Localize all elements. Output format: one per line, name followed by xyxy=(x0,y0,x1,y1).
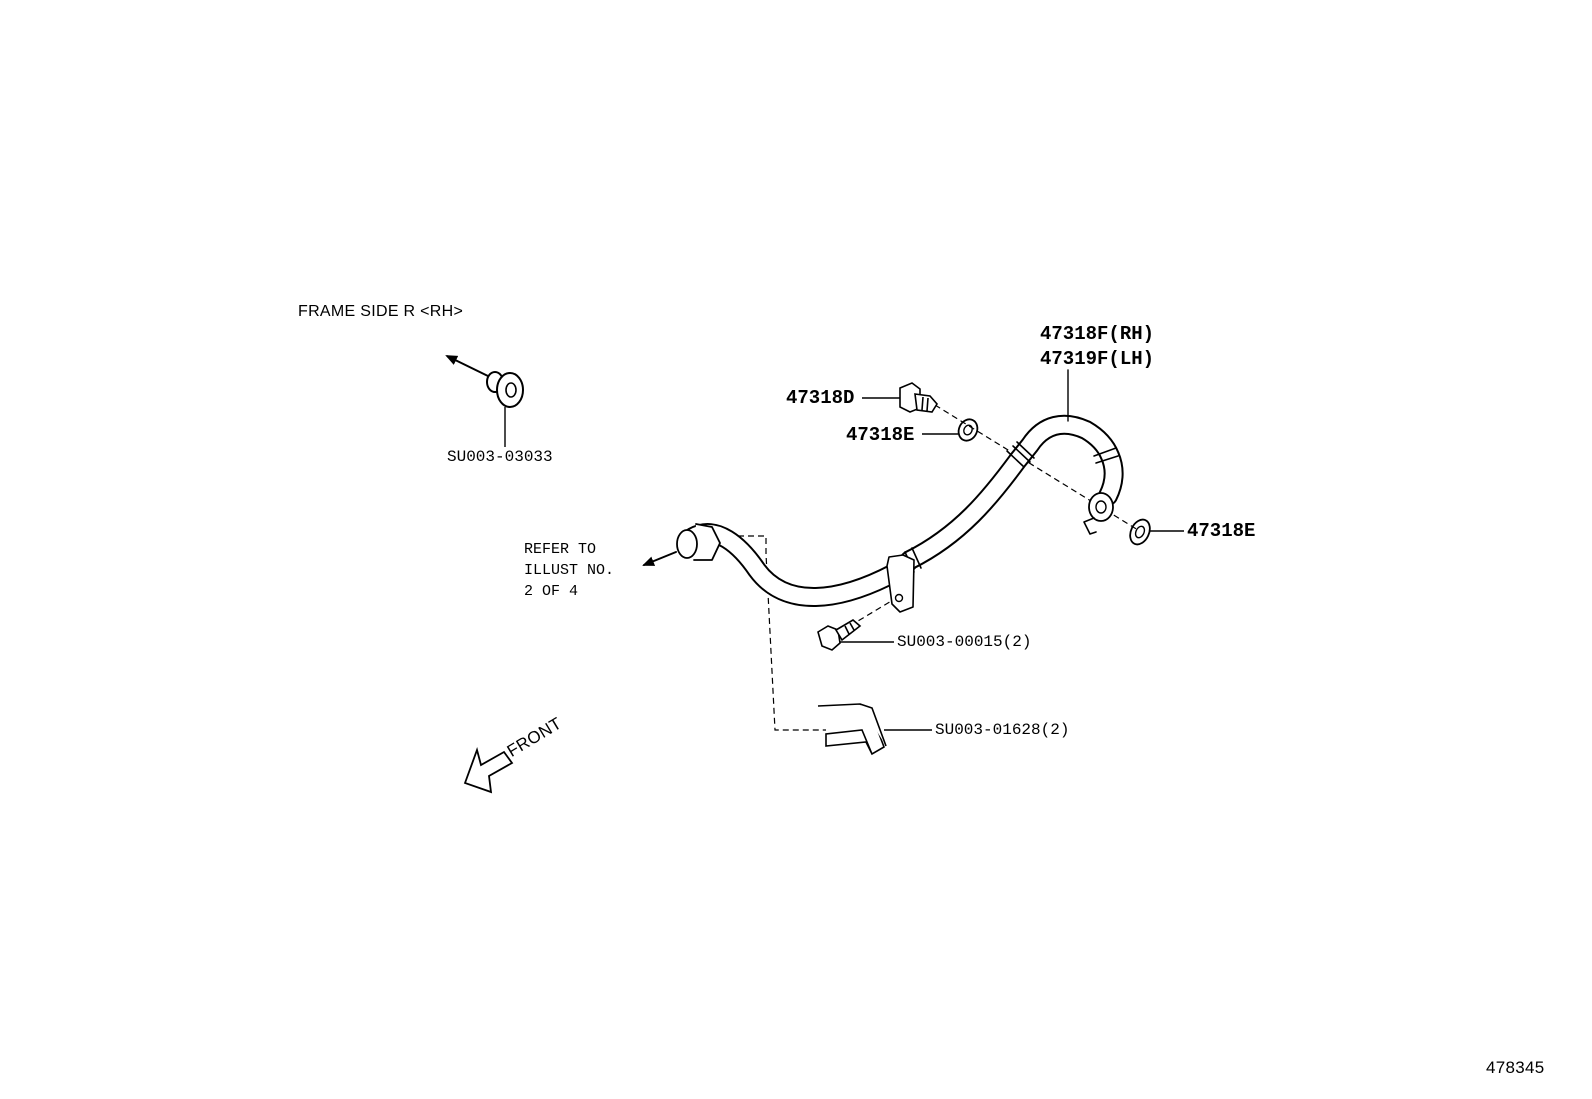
grommet-part-number[interactable]: SU003-03033 xyxy=(447,448,553,466)
clip-part-number[interactable]: SU003-01628(2) xyxy=(935,721,1070,739)
clip-part[interactable] xyxy=(817,703,932,756)
hose-lh-part-number[interactable]: 47319F(LH) xyxy=(1040,348,1155,370)
front-direction-arrow-icon xyxy=(463,747,514,794)
union-bolt-part[interactable] xyxy=(862,382,938,413)
frame-side-label: FRAME SIDE R <RH> xyxy=(298,303,464,320)
illustration-number: 478345 xyxy=(1486,1058,1545,1077)
bracket-bolt-part-number[interactable]: SU003-00015(2) xyxy=(897,633,1032,651)
gasket-upper-part[interactable] xyxy=(922,416,981,444)
hose-rh-part-number[interactable]: 47318F(RH) xyxy=(1040,323,1155,345)
refer-line-3: 2 OF 4 xyxy=(524,583,579,600)
gasket-upper-part-number[interactable]: 47318E xyxy=(846,424,915,446)
refer-line-2: ILLUST NO. xyxy=(524,562,615,579)
dashed-assembly-lines xyxy=(718,404,1139,731)
refer-to-illustration-note[interactable]: REFER TO ILLUST NO. 2 OF 4 xyxy=(524,539,654,602)
union-bolt-part-number[interactable]: 47318D xyxy=(786,387,855,409)
bracket-bolt-part[interactable] xyxy=(817,619,894,651)
brake-hose[interactable] xyxy=(642,369,1124,613)
gasket-lower-part-number[interactable]: 47318E xyxy=(1187,520,1256,542)
grommet-direction-arrow xyxy=(445,355,491,378)
grommet-part[interactable] xyxy=(445,355,524,447)
gasket-lower-part[interactable] xyxy=(1126,516,1184,547)
refer-line-1: REFER TO xyxy=(524,541,597,558)
